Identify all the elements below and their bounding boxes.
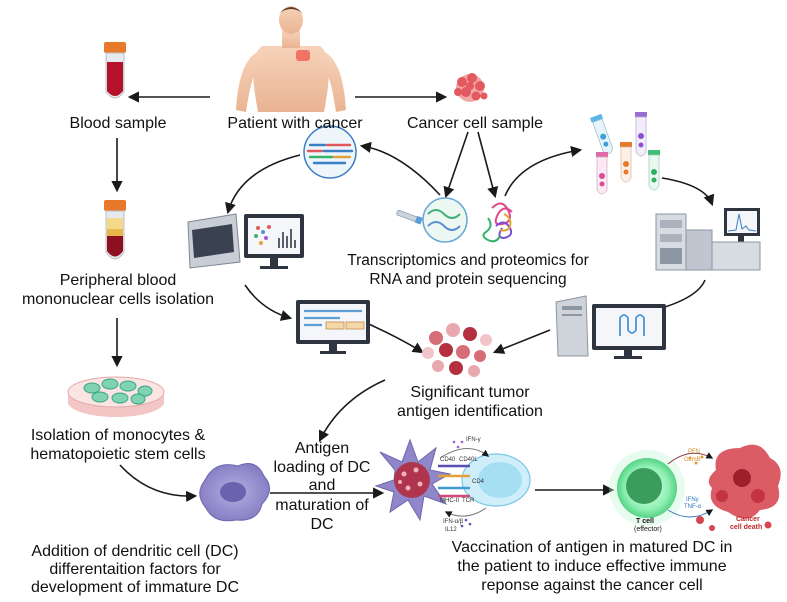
label-cd4: CD4 — [472, 479, 485, 485]
label-ifng: IFNγ — [686, 497, 699, 503]
label-il12: IL12 — [445, 527, 457, 533]
label-tumor-antigen-1: Significant tumor — [410, 384, 530, 401]
arrow-computer-to-antigen — [492, 329, 551, 354]
label-blood-sample: Blood sample — [69, 115, 167, 132]
patient-figure — [236, 6, 346, 112]
label-monocytes-1: Isolation of monocytes & — [30, 427, 206, 444]
blood-sample-tube — [104, 42, 126, 99]
tumor-site-marker — [296, 50, 310, 61]
label-loading-1: Antigen — [294, 440, 350, 457]
label-cd40: CD40 — [440, 457, 456, 463]
arrow-vials-to-massspec — [661, 177, 715, 207]
label-gzmb: GzmB — [684, 457, 701, 463]
label-ifn-ab: IFN-α/β — [443, 519, 464, 525]
label-addition-1: Addition of dendritic cell (DC) — [31, 543, 239, 560]
arrow-protein-to-vials — [504, 145, 583, 197]
arrow-cancer-to-rna — [443, 131, 469, 199]
immature-dendritic-cell — [199, 463, 270, 522]
sample-vials — [590, 112, 660, 195]
mass-spectrometer — [655, 208, 761, 271]
tcell-cancer-killing — [609, 444, 781, 531]
genome-sequence-icon — [303, 125, 357, 179]
cancer-cell-cluster — [454, 73, 488, 102]
label-addition-3: development of immature DC — [30, 579, 240, 596]
rna-magnifier-icon — [396, 197, 468, 243]
arrow-genome-to-sequencer — [225, 154, 301, 215]
label-pfn: PFN — [688, 449, 700, 455]
label-monocytes-2: hematopoietic stem cells — [30, 446, 206, 463]
label-loading-3: and — [308, 477, 336, 494]
label-tnfa: TNF-α — [684, 504, 702, 510]
label-transcriptomics-1: Transcriptomics and proteomics for — [347, 252, 589, 269]
pbmc-tube — [104, 200, 126, 260]
label-pbmc-1: Peripheral blood — [59, 272, 177, 289]
label-pbmc-2: mononuclear cells isolation — [21, 291, 215, 308]
label-addition-2: differentaition factors for — [49, 561, 221, 578]
label-cancer-cell-sample: Cancer cell sample — [406, 115, 544, 132]
label-tcr: TCR — [462, 498, 475, 504]
flow-arrows — [111, 91, 715, 502]
arrow-cancer-to-protein — [477, 131, 499, 199]
label-loading-2: loading of DC — [273, 459, 371, 476]
label-transcriptomics-2: RNA and protein sequencing — [369, 271, 567, 288]
analysis-computer — [555, 295, 666, 359]
arrow-cancer-to-genome — [359, 141, 441, 196]
petri-dish-monocytes — [67, 376, 165, 417]
label-tumor-antigen-2: antigen identification — [397, 403, 543, 420]
arrow-monocytes-to-idc — [119, 464, 198, 502]
label-death-2: cell death — [730, 524, 763, 531]
label-death-1: Cancer — [736, 516, 760, 523]
tumor-antigen-cluster — [422, 323, 492, 377]
analysis-monitor — [296, 300, 370, 354]
label-loading-4: maturation of — [275, 497, 369, 514]
label-tcell-2: (effector) — [634, 526, 662, 533]
label-vaccination-1: Vaccination of antigen in matured DC in — [451, 539, 733, 556]
label-ifn-gamma: IFN-γ — [466, 437, 481, 443]
label-mhc: MHC-II — [440, 498, 459, 504]
label-cd40l: CD40L — [459, 457, 478, 463]
mature-dc-tcell-interaction — [374, 438, 531, 528]
protein-structure-icon — [482, 202, 513, 243]
label-patient: Patient with cancer — [227, 115, 363, 132]
arrow-antigen-to-dc — [318, 379, 386, 443]
label-vaccination-2: the patient to induce effective immune — [457, 558, 727, 575]
label-vaccination-3: reponse against the cancer cell — [481, 577, 703, 594]
label-loading-5: DC — [310, 516, 334, 533]
arrow-sequencer-to-monitor — [244, 284, 293, 321]
sequencer-workstation — [187, 213, 304, 269]
label-tcell-1: T cell — [636, 518, 654, 525]
